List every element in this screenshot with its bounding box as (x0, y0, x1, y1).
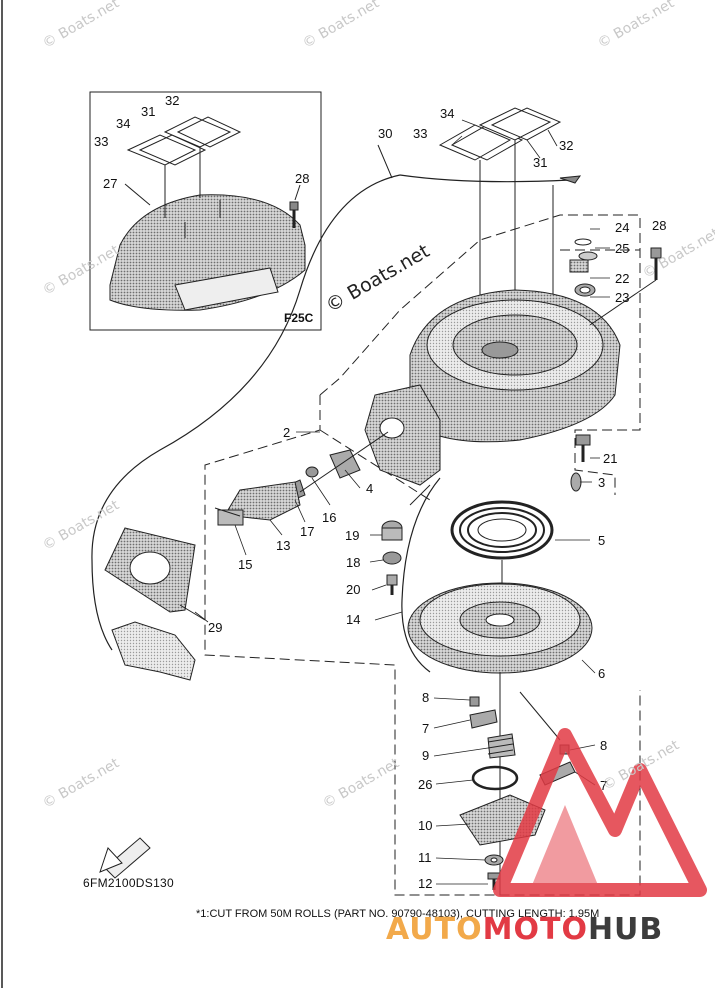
callout: 25 (615, 241, 629, 256)
callout: 28 (295, 171, 309, 186)
brand-logo-icon (493, 728, 707, 897)
callout: 31 (533, 155, 547, 170)
callout: 8 (422, 690, 429, 705)
callout: 21 (603, 451, 617, 466)
callout: 33 (94, 134, 108, 149)
footnote: *1:CUT FROM 50M ROLLS (PART NO. 90790-48… (196, 908, 600, 920)
callout: 17 (300, 524, 314, 539)
callout: 9 (422, 748, 429, 763)
inset-label: F25C (284, 311, 314, 325)
brand-part: MOTO (482, 912, 588, 947)
callout: 6 (598, 666, 605, 681)
callout: 19 (345, 528, 359, 543)
callout: 27 (103, 176, 117, 191)
callout: 33 (413, 126, 427, 141)
callout: 11 (418, 850, 432, 865)
callout: 13 (276, 538, 290, 553)
brand-part: AUTO (386, 912, 483, 947)
brand-wordmark: AUTOMOTOHUB (386, 912, 663, 947)
callout: 29 (208, 620, 222, 635)
callout: 34 (440, 106, 454, 121)
callout: 28 (652, 218, 666, 233)
callout: 5 (598, 533, 605, 548)
callout: 26 (418, 777, 432, 792)
callout: 10 (418, 818, 432, 833)
callout: 18 (346, 555, 360, 570)
callout: 24 (615, 220, 629, 235)
callout: 7 (422, 721, 429, 736)
starter-housing (364, 289, 621, 486)
callout: 32 (165, 93, 179, 108)
callout: 23 (615, 290, 629, 305)
callout: 30 (378, 126, 392, 141)
callout: 31 (141, 104, 155, 119)
callout: 12 (418, 876, 432, 891)
inset-f25c: 32 31 34 33 27 28 (89, 91, 322, 331)
callout: 15 (238, 557, 252, 572)
callout: 16 (322, 510, 336, 525)
spiral-spring (450, 500, 554, 560)
callout: 7 (600, 778, 607, 793)
callout: 22 (615, 271, 629, 286)
diagram-code: 6FM2100DS130 (83, 876, 174, 890)
callout: 34 (116, 116, 130, 131)
callout: 3 (598, 475, 605, 490)
callout: 4 (366, 481, 373, 496)
callout: 32 (559, 138, 573, 153)
starter-pulley (407, 582, 593, 674)
brand-part: HUB (587, 912, 664, 947)
callout: 8 (600, 738, 607, 753)
callout: 2 (283, 425, 290, 440)
callout: 14 (346, 612, 360, 627)
callout: 20 (346, 582, 360, 597)
